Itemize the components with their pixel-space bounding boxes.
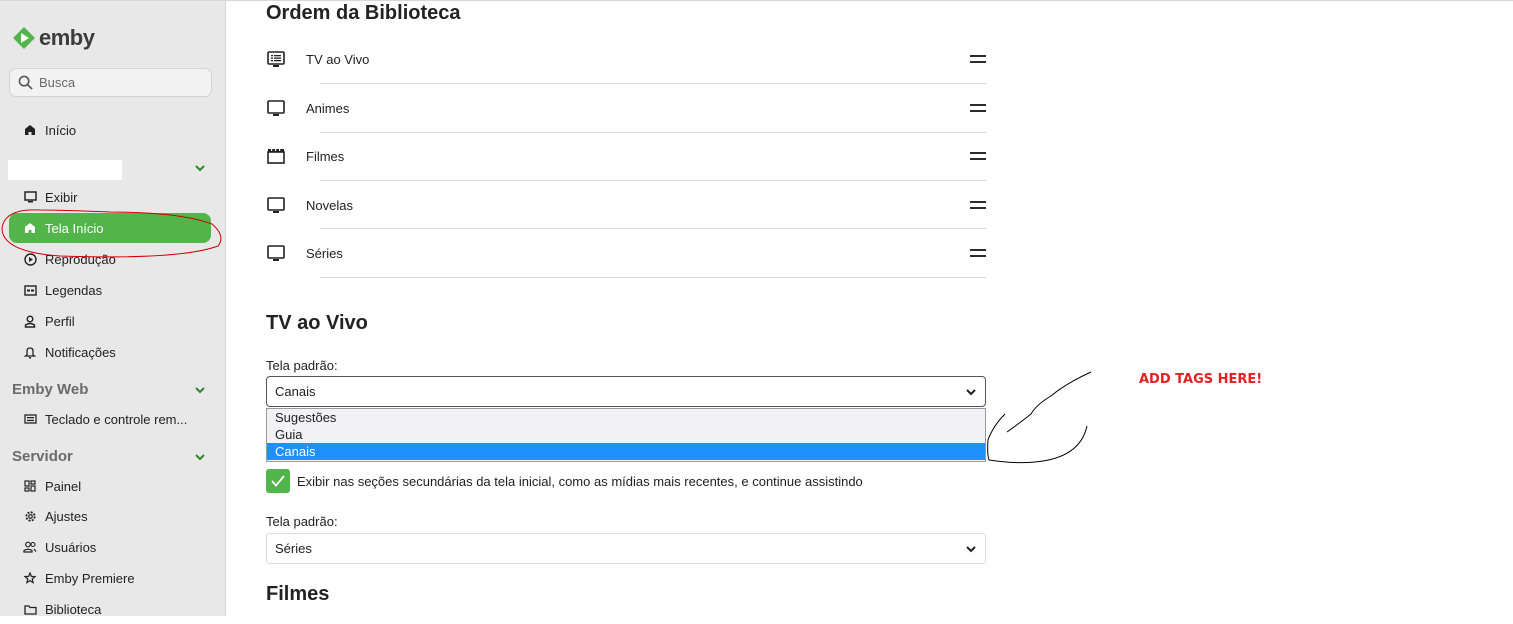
- checkbox-label: Exibir nas seções secundárias da tela in…: [297, 474, 863, 489]
- search-icon: [18, 75, 33, 90]
- drag-handle-icon[interactable]: [970, 104, 986, 112]
- section-title: Emby Web: [12, 381, 88, 398]
- dropdown-option-guia[interactable]: Guia: [267, 426, 985, 443]
- gear-icon: [23, 509, 37, 523]
- sidebar-item-legendas[interactable]: Legendas: [9, 275, 211, 305]
- library-order-title: Ordem da Biblioteca: [266, 2, 461, 25]
- emby-logo-icon: [12, 26, 36, 50]
- keyboard-icon: [23, 412, 37, 426]
- section-servidor[interactable]: Servidor: [12, 448, 212, 465]
- chevron-down-icon[interactable]: [194, 451, 206, 463]
- library-label: TV ao Vivo: [306, 52, 369, 67]
- show-secondary-checkbox-row[interactable]: Exibir nas seções secundárias da tela in…: [266, 469, 863, 493]
- sidebar-item-label: Notificações: [45, 345, 116, 360]
- default-screen-select[interactable]: Canais: [266, 376, 986, 407]
- tv-icon: [266, 243, 286, 263]
- dropdown-option-sugestoes[interactable]: Sugestões: [267, 409, 985, 426]
- emby-logo[interactable]: emby: [12, 25, 94, 51]
- search-input[interactable]: [39, 75, 199, 90]
- default-screen-label-2: Tela padrão:: [266, 514, 338, 529]
- live-tv-icon: [266, 49, 286, 69]
- monitor-icon: [23, 190, 37, 204]
- filmes-section-title: Filmes: [266, 583, 329, 606]
- users-icon: [23, 540, 37, 554]
- redacted-username: [8, 160, 122, 180]
- tv-icon: [266, 195, 286, 215]
- main-content: Ordem da Biblioteca TV ao Vivo Animes Fi…: [227, 1, 1513, 616]
- sidebar-item-painel[interactable]: Painel: [9, 471, 211, 501]
- chevron-down-icon: [965, 543, 977, 555]
- checkmark-icon: [270, 474, 286, 488]
- library-label: Novelas: [306, 198, 353, 213]
- section-emby-web[interactable]: Emby Web: [12, 381, 212, 398]
- person-icon: [23, 314, 37, 328]
- default-screen-label: Tela padrão:: [266, 358, 338, 373]
- bell-icon: [23, 345, 37, 359]
- sidebar-item-notificacoes[interactable]: Notificações: [9, 337, 211, 367]
- section-title: Servidor: [12, 448, 73, 465]
- tv-icon: [266, 98, 286, 118]
- dashboard-icon: [23, 479, 37, 493]
- sidebar-item-label: Legendas: [45, 283, 102, 298]
- select-value: Canais: [275, 384, 315, 399]
- library-row-novelas[interactable]: Novelas: [266, 181, 986, 229]
- sidebar-item-teclado[interactable]: Teclado e controle rem...: [9, 404, 211, 434]
- movie-clapper-icon: [266, 146, 286, 166]
- sidebar-item-emby-premiere[interactable]: Emby Premiere: [9, 563, 211, 593]
- chevron-down-icon[interactable]: [194, 384, 206, 396]
- select-value: Séries: [275, 541, 312, 556]
- library-row-filmes[interactable]: Filmes: [266, 132, 986, 180]
- star-icon: [23, 571, 37, 585]
- checkbox-checked[interactable]: [266, 469, 290, 493]
- sidebar-item-label: Teclado e controle rem...: [45, 412, 187, 427]
- sidebar-item-label: Biblioteca: [45, 602, 101, 617]
- sidebar-item-biblioteca[interactable]: Biblioteca: [9, 594, 211, 624]
- sidebar-item-label: Perfil: [45, 314, 75, 329]
- library-row-animes[interactable]: Animes: [266, 84, 986, 132]
- sidebar-item-usuarios[interactable]: Usuários: [9, 532, 211, 562]
- home-icon: [23, 123, 37, 137]
- library-label: Séries: [306, 246, 343, 261]
- sidebar-item-label: Exibir: [45, 190, 78, 205]
- drag-handle-icon[interactable]: [970, 55, 986, 63]
- sidebar-item-label: Emby Premiere: [45, 571, 135, 586]
- library-row-tv-ao-vivo[interactable]: TV ao Vivo: [266, 35, 986, 83]
- drag-handle-icon[interactable]: [970, 201, 986, 209]
- sidebar-item-label: Painel: [45, 479, 81, 494]
- sidebar-item-perfil[interactable]: Perfil: [9, 306, 211, 336]
- sidebar-item-label: Ajustes: [45, 509, 88, 524]
- default-screen-dropdown: Sugestões Guia Canais: [266, 408, 986, 462]
- folder-icon: [23, 602, 37, 616]
- search-box[interactable]: [9, 68, 212, 97]
- drag-handle-icon[interactable]: [970, 152, 986, 160]
- hand-drawn-arrow-annotation: [985, 370, 1095, 470]
- sidebar: emby Início Exibir Tela Início Reproduçã…: [0, 1, 226, 616]
- closed-captions-icon: [23, 283, 37, 297]
- drag-handle-icon[interactable]: [970, 249, 986, 257]
- library-row-series[interactable]: Séries: [266, 229, 986, 277]
- divider: [320, 277, 986, 278]
- app-name: emby: [39, 25, 94, 51]
- live-tv-section-title: TV ao Vivo: [266, 312, 368, 335]
- default-screen-select-2[interactable]: Séries: [266, 533, 986, 564]
- hand-drawn-ellipse-annotation: [0, 206, 226, 262]
- dropdown-option-canais[interactable]: Canais: [267, 443, 985, 460]
- annotation-add-tags: ADD TAGS HERE!: [1139, 372, 1262, 387]
- library-label: Animes: [306, 101, 349, 116]
- sidebar-item-label: Usuários: [45, 540, 96, 555]
- sidebar-item-label: Início: [45, 123, 76, 138]
- library-label: Filmes: [306, 149, 344, 164]
- chevron-down-icon[interactable]: [194, 162, 206, 174]
- sidebar-item-ajustes[interactable]: Ajustes: [9, 501, 211, 531]
- sidebar-item-inicio[interactable]: Início: [9, 115, 211, 145]
- chevron-down-icon: [965, 386, 977, 398]
